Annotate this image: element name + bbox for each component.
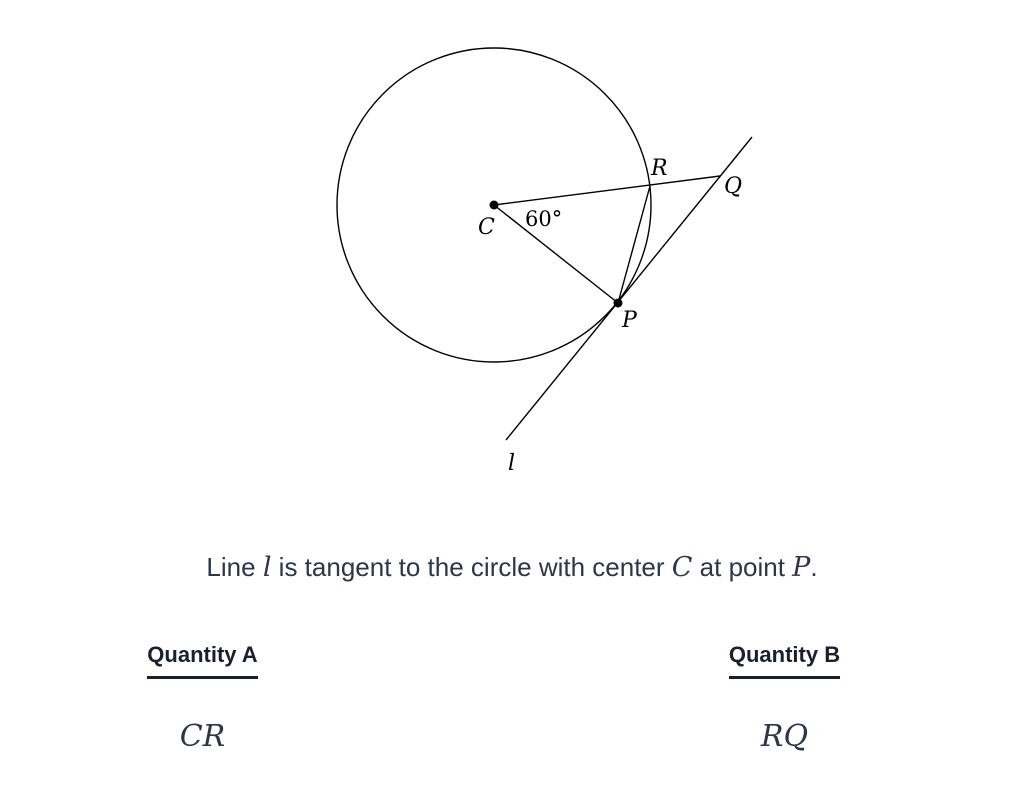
label-angle: 60° xyxy=(525,207,562,231)
stem-text: is tangent to the circle with center xyxy=(271,552,672,582)
segment-cp xyxy=(493,204,619,304)
label-l: l xyxy=(508,451,515,476)
geometry-figure: C 60° R Q P l xyxy=(336,47,753,476)
question-stem: Line l is tangent to the circle with cen… xyxy=(0,552,1024,583)
quantity-b-value: RQ xyxy=(760,719,809,754)
stem-text: at point xyxy=(692,552,793,582)
quantity-b-column: Quantity B RQ xyxy=(723,642,846,754)
quantity-a-heading: Quantity A xyxy=(147,642,258,679)
circle xyxy=(336,47,652,363)
segment-cq xyxy=(493,175,721,206)
tangent-line-l xyxy=(505,136,753,441)
label-c: C xyxy=(478,215,495,240)
quantity-b-heading: Quantity B xyxy=(728,642,841,679)
label-r: R xyxy=(650,156,668,181)
stem-text: Line xyxy=(206,552,263,582)
math-var-l: l xyxy=(262,552,272,583)
center-point xyxy=(489,200,499,210)
math-var-p: P xyxy=(792,552,811,583)
math-var-c: C xyxy=(671,552,693,583)
label-p: P xyxy=(621,308,638,333)
label-q: Q xyxy=(724,174,742,199)
quantity-a-value: CR xyxy=(179,719,226,754)
stem-text: . xyxy=(810,552,818,582)
quantity-a-column: Quantity A CR xyxy=(141,642,264,754)
circle-tangent-diagram: C 60° R Q P l xyxy=(336,47,753,476)
tangent-point xyxy=(613,298,623,308)
segment-pr xyxy=(617,185,651,304)
